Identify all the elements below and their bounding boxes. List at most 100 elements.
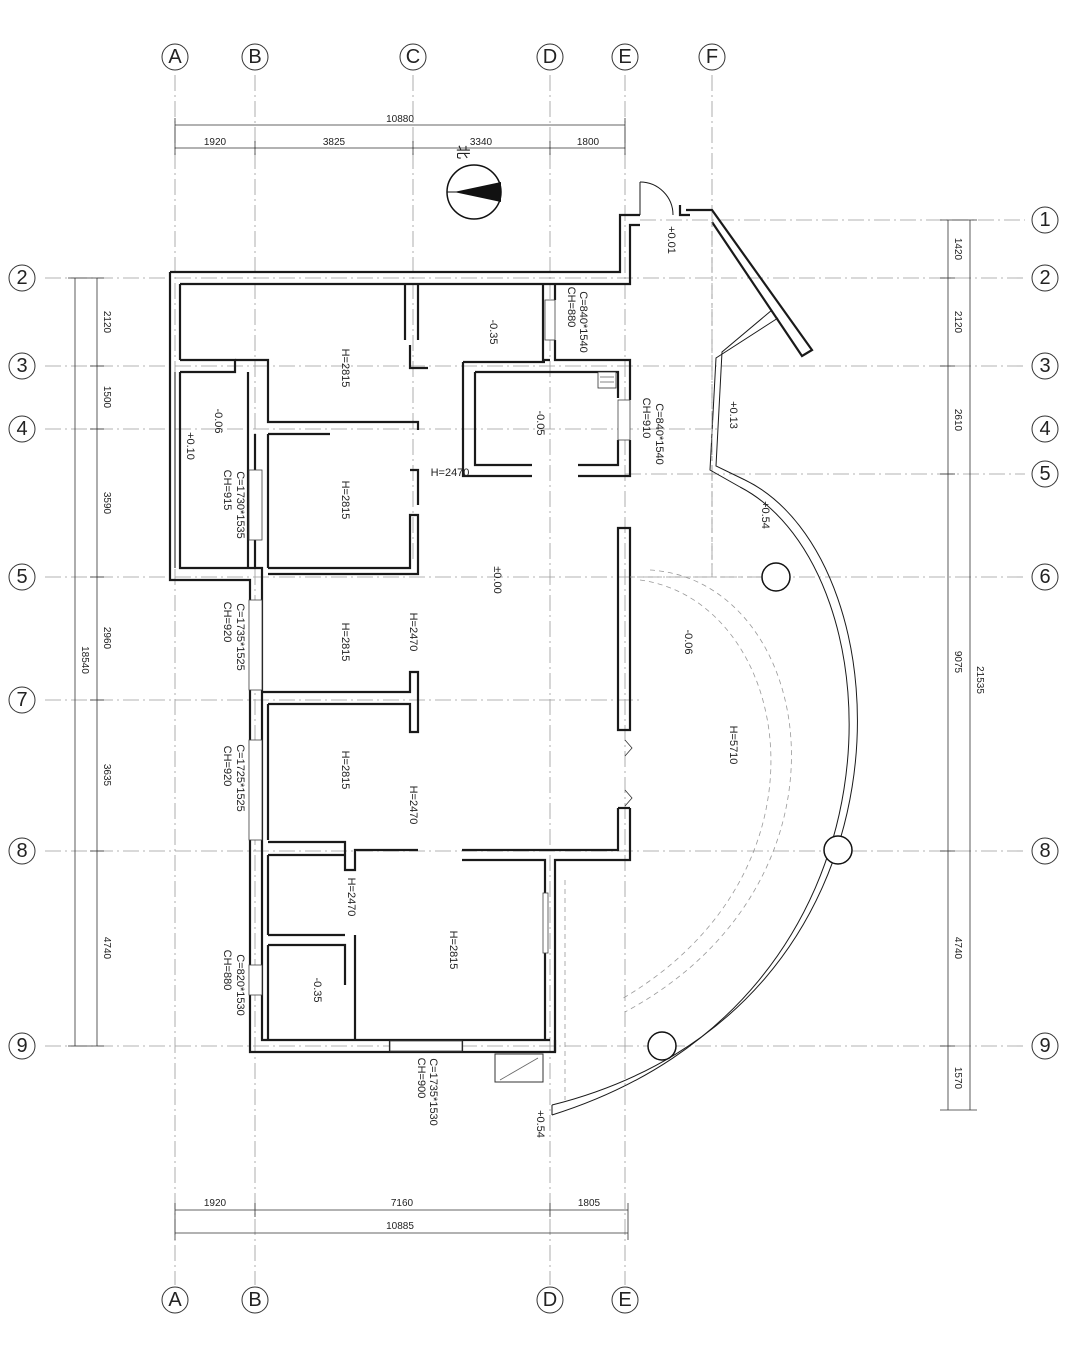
window-sill: CH=920 bbox=[221, 602, 233, 643]
fixtures bbox=[597, 371, 633, 807]
grid-label: B bbox=[248, 1289, 261, 1311]
balcony-outline bbox=[551, 208, 858, 1116]
window-size: C=840*1540 bbox=[653, 403, 665, 464]
grid-bubble: 8 bbox=[1031, 837, 1059, 865]
elevation: +0.54 bbox=[759, 501, 771, 529]
grid-bubble: 1 bbox=[1031, 206, 1059, 234]
door-height: H=2470 bbox=[407, 786, 419, 825]
grid-label: 7 bbox=[16, 689, 27, 711]
top-total-dim: 10880 bbox=[386, 114, 414, 125]
grid-label: A bbox=[168, 1289, 182, 1311]
window-size: C=820*1530 bbox=[234, 954, 246, 1015]
grid-label: 6 bbox=[1039, 566, 1050, 588]
grid-bubble: 6 bbox=[1031, 563, 1059, 591]
grid-label: E bbox=[618, 46, 631, 68]
window-sill: CH=910 bbox=[640, 398, 652, 439]
left-dim: 2120 bbox=[101, 311, 112, 334]
grid-bubble: 2 bbox=[8, 264, 36, 292]
grid-label: 4 bbox=[1039, 418, 1050, 440]
left-dim: 4740 bbox=[101, 937, 112, 960]
top-grid-bubbles: A B C D E F bbox=[161, 43, 726, 71]
top-dim: 1800 bbox=[577, 137, 600, 148]
bottom-dim: 1920 bbox=[204, 1198, 227, 1209]
grid-bubble: E bbox=[611, 1286, 639, 1314]
elevation: +0.10 bbox=[184, 432, 196, 460]
elevation: +0.54 bbox=[534, 1110, 546, 1138]
grid-bubble: 2 bbox=[1031, 264, 1059, 292]
grid-lines bbox=[45, 75, 1025, 1285]
grid-bubble: D bbox=[536, 1286, 564, 1314]
room-height: H=2815 bbox=[447, 931, 459, 970]
elevation: -0.35 bbox=[311, 977, 323, 1002]
door-height-labels: H=2470 H=2470 H=2470 H=2470 bbox=[345, 467, 469, 916]
grid-label: 8 bbox=[16, 840, 27, 862]
grid-label: B bbox=[248, 46, 261, 68]
north-arrow: 北 bbox=[446, 145, 502, 220]
elevation: -0.06 bbox=[682, 629, 694, 654]
left-dim: 1500 bbox=[101, 386, 112, 409]
right-dimensions: 1420 2120 2610 9075 4740 1570 21535 bbox=[940, 219, 985, 1111]
grid-bubble: A bbox=[161, 1286, 189, 1314]
window-label: C=1735*1530 CH=900 bbox=[415, 1058, 439, 1126]
window-size: C=1730*1535 bbox=[234, 471, 246, 539]
left-total-dim: 18540 bbox=[79, 646, 90, 674]
grid-label: 9 bbox=[16, 1035, 27, 1057]
window-sill: CH=900 bbox=[415, 1058, 427, 1099]
grid-bubble: E bbox=[611, 43, 639, 71]
window-sill: CH=880 bbox=[221, 950, 233, 991]
grid-bubble: F bbox=[698, 43, 726, 71]
right-dim: 2120 bbox=[952, 311, 963, 334]
right-dim: 1420 bbox=[952, 238, 963, 261]
left-dim: 2960 bbox=[101, 627, 112, 650]
north-label: 北 bbox=[455, 145, 471, 159]
grid-label: 5 bbox=[16, 566, 27, 588]
grid-label: 3 bbox=[1039, 355, 1050, 377]
grid-bubble: D bbox=[536, 43, 564, 71]
elevation: -0.06 bbox=[212, 408, 224, 433]
elevation: -0.35 bbox=[487, 319, 499, 344]
window-label: C=1730*1535 CH=915 bbox=[221, 470, 246, 539]
door-height: H=2470 bbox=[431, 467, 470, 479]
door-height: H=2470 bbox=[345, 878, 357, 917]
window-label: C=820*1530 CH=880 bbox=[221, 950, 246, 1016]
grid-bubble: 4 bbox=[8, 415, 36, 443]
top-dim: 3825 bbox=[323, 137, 346, 148]
bottom-grid-bubbles: A B D E bbox=[161, 1286, 639, 1314]
grid-label: F bbox=[706, 46, 718, 68]
elevation: +0.01 bbox=[665, 226, 677, 254]
right-dim: 1570 bbox=[952, 1067, 963, 1090]
left-dimensions: 18540 2120 1500 3590 2960 3635 4740 bbox=[68, 277, 112, 1047]
grid-bubble: 9 bbox=[8, 1032, 36, 1060]
column bbox=[647, 1031, 677, 1061]
left-grid-bubbles: 2 3 4 5 7 8 9 bbox=[8, 264, 36, 1060]
grid-label: 2 bbox=[16, 267, 27, 289]
grid-bubble: 3 bbox=[1031, 352, 1059, 380]
window-size: C=1725*1525 bbox=[234, 744, 246, 812]
elevation: +0.13 bbox=[727, 401, 739, 429]
window-label: C=1735*1525 CH=920 bbox=[221, 602, 246, 671]
room-height-labels: H=2815 H=2815 H=2815 H=2815 H=2815 H=571… bbox=[339, 349, 739, 970]
interior-walls bbox=[180, 284, 632, 1052]
right-dim: 9075 bbox=[952, 651, 963, 674]
window-label: C=840*1540 CH=910 bbox=[640, 398, 665, 465]
grid-bubble: B bbox=[241, 1286, 269, 1314]
bottom-dim: 1805 bbox=[578, 1198, 601, 1209]
bottom-dim: 7160 bbox=[391, 1198, 414, 1209]
bottom-dimensions: 1920 7160 1805 10885 bbox=[174, 1198, 629, 1240]
left-dim: 3635 bbox=[101, 764, 112, 787]
grid-label: C bbox=[406, 46, 420, 68]
grid-label: D bbox=[543, 46, 557, 68]
grid-label: 2 bbox=[1039, 267, 1050, 289]
grid-label: A bbox=[168, 46, 182, 68]
columns bbox=[647, 562, 853, 1061]
bottom-total-dim: 10885 bbox=[386, 1221, 414, 1232]
ac-unit bbox=[494, 1053, 544, 1083]
right-grid-bubbles: 1 2 3 4 5 6 8 9 bbox=[1031, 206, 1059, 1060]
grid-bubble: 8 bbox=[8, 837, 36, 865]
window-size: C=1735*1530 bbox=[427, 1058, 439, 1126]
grid-label: 5 bbox=[1039, 463, 1050, 485]
entrance-door bbox=[639, 181, 690, 217]
grid-bubble: 5 bbox=[8, 563, 36, 591]
top-dimensions: 10880 1920 3825 3340 1800 bbox=[174, 114, 626, 155]
